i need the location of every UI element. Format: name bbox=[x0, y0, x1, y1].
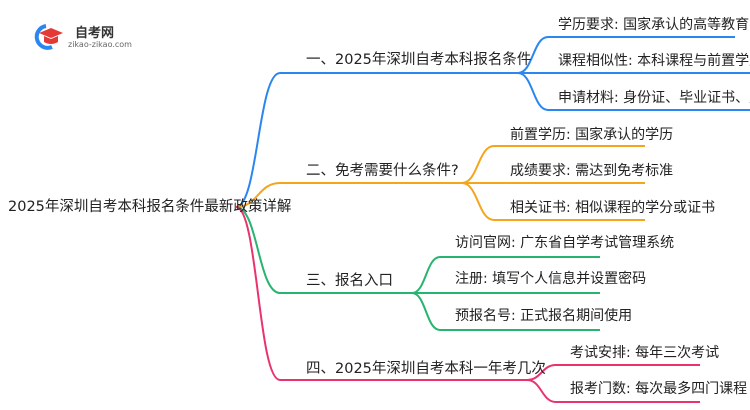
logo: 自考网 zikao-zikao.com bbox=[30, 22, 140, 52]
leaf-connector bbox=[461, 182, 645, 221]
leaf: 前置学历: 国家承认的学历 bbox=[510, 127, 674, 143]
leaf: 相关证书: 相似课程的学分或证书 bbox=[510, 200, 716, 216]
leaf: 访问官网: 广东省自学考试管理系统 bbox=[455, 235, 675, 251]
leaf-connector bbox=[526, 379, 700, 403]
logo-name: 自考网 bbox=[75, 26, 115, 41]
branch-4-connector bbox=[235, 206, 527, 381]
branch-4-label: 四、2025年深圳自考本科一年考几次 bbox=[306, 361, 546, 377]
leaf: 申请材料: 身份证、毕业证书、成绩单 bbox=[558, 90, 750, 106]
leaf: 考试安排: 每年三次考试 bbox=[570, 345, 720, 361]
leaf: 课程相似性: 本科课程与前置学历一致 bbox=[558, 53, 750, 69]
branch-2-connector bbox=[235, 182, 462, 208]
leaf: 成绩要求: 需达到免考标准 bbox=[510, 163, 674, 179]
leaf-connector bbox=[411, 256, 600, 294]
leaf: 学历要求: 国家承认的高等教育学历 bbox=[558, 17, 750, 33]
root-topic: 2025年深圳自考本科报名条件最新政策详解 bbox=[8, 199, 292, 215]
branch-1-label: 一、2025年深圳自考本科报名条件 bbox=[306, 52, 532, 68]
leaf: 预报名号: 正式报名期间使用 bbox=[455, 308, 633, 324]
leaf-connector bbox=[411, 292, 600, 331]
branch-3-connector bbox=[235, 206, 412, 294]
branch-1-connector bbox=[235, 72, 518, 208]
leaf-connector bbox=[526, 364, 700, 381]
leaf: 报考门数: 每次最多四门课程 bbox=[570, 381, 748, 397]
logo-url: zikao-zikao.com bbox=[68, 40, 132, 49]
branch-2-label: 二、免考需要什么条件? bbox=[306, 163, 459, 179]
leaf-connector bbox=[461, 145, 645, 184]
branch-3-label: 三、报名入口 bbox=[306, 273, 393, 289]
leaf-connector bbox=[517, 36, 735, 74]
graduation-cap-icon bbox=[34, 24, 63, 50]
leaf: 注册: 填写个人信息并设置密码 bbox=[455, 271, 647, 287]
leaf-connector bbox=[517, 72, 750, 111]
